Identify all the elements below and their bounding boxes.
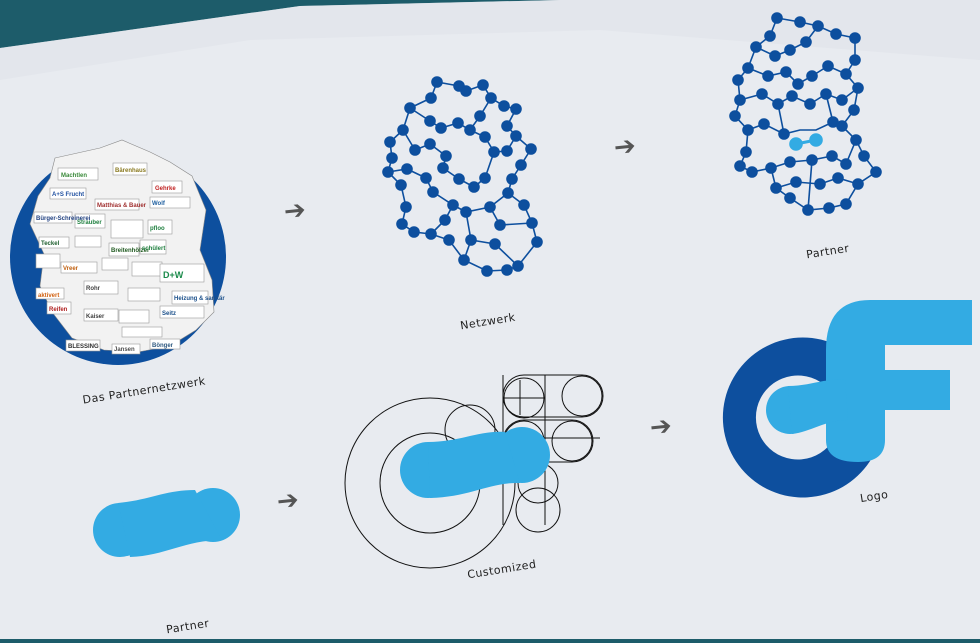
logo-construction [344, 374, 604, 569]
germany-map: Machtlen Bärenhaus Gehrke A+S Frucht Mat… [10, 139, 226, 365]
map-partner-logo: Teckel [41, 241, 60, 247]
map-partner-logo: Reifen [49, 307, 68, 313]
map-partner-logo: Breitenhölzer [111, 248, 150, 254]
map-partner-logo: Bärenhaus [115, 168, 147, 174]
arrow-right-icon: ➔ [648, 410, 674, 444]
map-partner-logo: Machtlen [61, 173, 87, 179]
map-partner-logo: Rohr [86, 286, 101, 292]
map-partner-logo: Wolf [152, 201, 166, 207]
network-graph [382, 76, 543, 277]
map-partner-logo: Kaiser [86, 314, 105, 320]
paper-shade [0, 0, 980, 80]
map-partner-logo: Jansen [114, 347, 135, 353]
arrow-right-icon: ➔ [275, 484, 301, 518]
map-partner-logo: aktivert [38, 293, 59, 299]
arrow-right-icon: ➔ [612, 130, 638, 164]
map-partner-logo: Bönger [152, 343, 174, 349]
partner-network [729, 12, 882, 216]
map-partner-logo: pfloo [150, 226, 165, 232]
map-partner-logo: Matthias & Bauer [97, 203, 147, 209]
map-partner-logo: Vreer [63, 266, 79, 272]
map-partner-logo: Bürger-Schreinerei [36, 216, 91, 222]
map-partner-logo: Gehrke [155, 186, 176, 192]
partner-connector-icon [93, 488, 240, 557]
map-partner-logo: A+S Frucht [52, 192, 84, 198]
map-partner-logo: D+W [163, 270, 184, 280]
map-partner-logo: Strauber [77, 220, 102, 226]
map-partner-logo: schülert [142, 246, 165, 252]
map-partner-logo: BLESSING [68, 344, 99, 350]
arrow-right-icon: ➔ [282, 194, 308, 228]
cf-logo [722, 300, 972, 498]
map-partner-logo: Seitz [162, 311, 176, 317]
map-partner-logo: Heizung & sanitär [174, 296, 225, 302]
